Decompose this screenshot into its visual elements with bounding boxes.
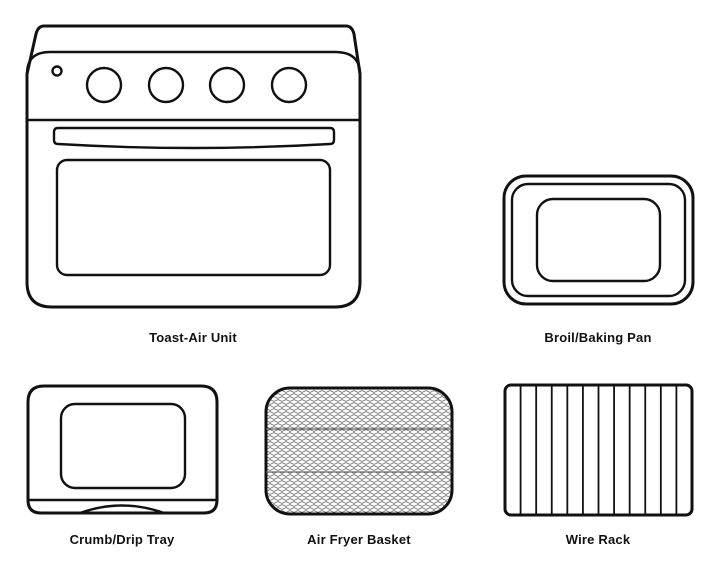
tray-front-handle [78, 504, 166, 515]
tray-outline [26, 384, 219, 515]
control-knob-4 [270, 66, 308, 104]
pan-outer-rim [502, 174, 695, 306]
control-knob-2 [147, 66, 185, 104]
wire-rack-label: Wire Rack [565, 532, 631, 547]
broil-baking-pan-label: Broil/Baking Pan [544, 330, 652, 345]
power-indicator-light [51, 65, 63, 77]
pan-bottom [535, 197, 662, 283]
pan-inner-rim [510, 182, 687, 298]
oven-door-handle [52, 126, 336, 150]
air-fryer-basket [264, 386, 454, 516]
crumb-drip-tray-label: Crumb/Drip Tray [69, 532, 175, 547]
wire-rack [503, 383, 694, 517]
oven-door-window [55, 158, 332, 277]
air-fryer-basket-label: Air Fryer Basket [307, 532, 411, 547]
crumb-drip-tray [26, 384, 219, 515]
oven-control-panel-line [25, 50, 362, 76]
tray-inner-well [59, 402, 187, 490]
control-knob-3 [208, 66, 246, 104]
toast-air-unit [25, 24, 362, 309]
basket-outline [264, 386, 454, 516]
control-knob-1 [85, 66, 123, 104]
broil-baking-pan [502, 174, 695, 306]
basket-mesh [266, 388, 452, 514]
oven-body-outline [25, 24, 362, 309]
toast-air-unit-label: Toast-Air Unit [149, 330, 237, 345]
